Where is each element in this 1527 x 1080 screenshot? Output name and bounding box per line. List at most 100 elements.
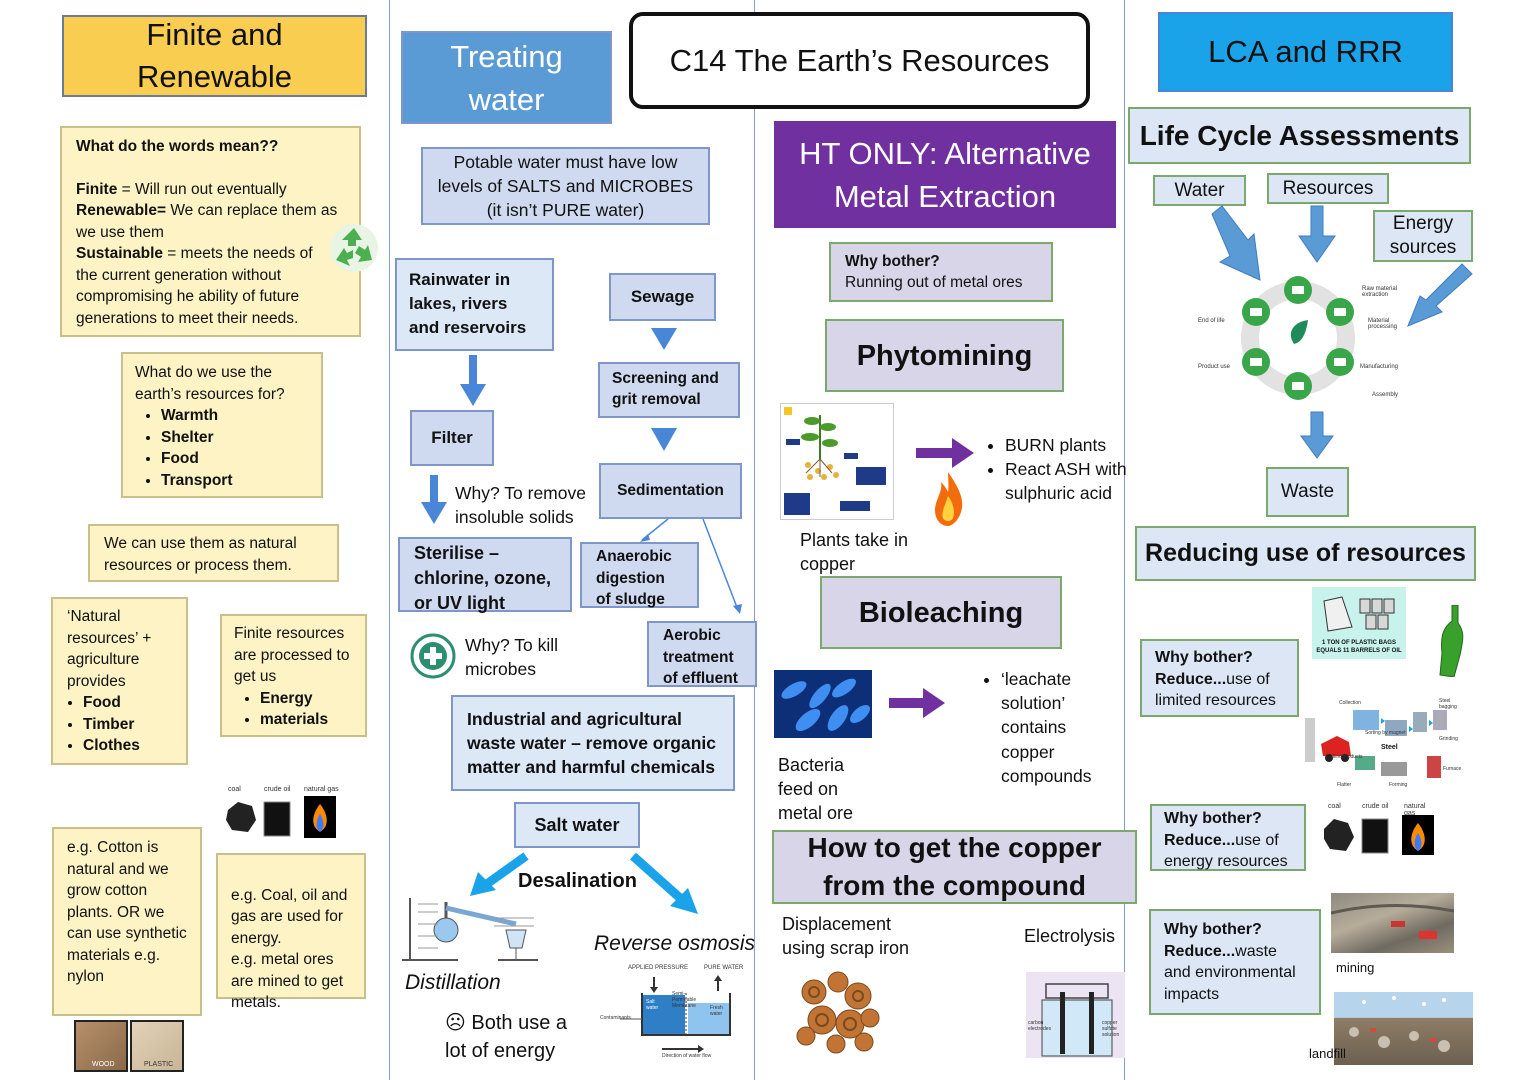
- lca-energy-box: Energy sources: [1373, 210, 1473, 262]
- mining-caption: mining: [1336, 960, 1375, 975]
- meanings-heading: What do the words mean??: [76, 138, 279, 155]
- landfill-caption: landfill: [1309, 1046, 1346, 1061]
- bioleaching-arrow: [889, 688, 945, 718]
- wood-plastic-images: WOOD PLASTIC: [74, 1020, 184, 1072]
- reduce-waste-box: Why bother? Reduce...waste and environme…: [1149, 909, 1321, 1015]
- ro-label: PURE WATER: [704, 965, 744, 971]
- recycling-diagram: Collection Sorting by magnet Steel End p…: [1303, 696, 1463, 788]
- why-filter-text: Why? To remove insoluble solids: [455, 483, 586, 527]
- natural-item: Timber: [83, 714, 172, 736]
- page-title: C14 The Earth’s Resources: [629, 12, 1090, 109]
- reduce-label: Reduce...: [1164, 942, 1236, 960]
- phytomining-plant-diagram: [780, 403, 894, 520]
- bag-barrels-icon: [1323, 596, 1395, 632]
- cycle-label: End of life: [1198, 318, 1225, 324]
- ro-label: Fresh water: [710, 1005, 723, 1017]
- phyto-step: React ASH with sulphuric acid: [1005, 457, 1128, 505]
- displacement-text: Displacement using scrap iron: [782, 914, 910, 958]
- reduce-text: use of limited resources: [1155, 670, 1276, 710]
- microbe-kill-icon: [410, 633, 456, 679]
- electrode-label: carbon electrodes: [1028, 1020, 1052, 1032]
- cycle-label: Product use: [1198, 364, 1231, 370]
- reduce-text: use of energy resources: [1164, 831, 1288, 871]
- ht-only-title: HT ONLY: Alternative Metal Extraction: [774, 121, 1116, 228]
- natural-gas-label: natural gas: [1404, 803, 1426, 817]
- finite-item: Energy: [260, 688, 353, 710]
- lca-resources-box: Resources: [1267, 173, 1389, 204]
- ro-label: Semi-Permeable Membrane: [672, 991, 697, 1009]
- lca-cycle-ring: [1241, 276, 1355, 400]
- use-item: Warmth: [161, 405, 309, 427]
- filter-box: Filter: [410, 410, 494, 466]
- fuel-images: coal crude oil natural gas: [224, 786, 339, 838]
- fuel-icons: [1324, 815, 1434, 855]
- word-meanings-box: What do the words mean?? Finite = Will r…: [60, 126, 361, 337]
- recycle-label: Steel: [1381, 744, 1398, 751]
- recycle-label: Steel bagging: [1439, 698, 1457, 710]
- why-bother-heading: Why bother?: [1155, 649, 1253, 666]
- renewable-definition: We can replace them as we use them: [76, 202, 338, 241]
- cycle-label: Manufacturing: [1360, 364, 1399, 370]
- section-title-finite-renewable: Finite and Renewable: [62, 15, 367, 97]
- lca-waste-box: Waste: [1266, 467, 1349, 517]
- plastic-bags-image: 1 TON OF PLASTIC BAGS EQUALS 11 BARRELS …: [1312, 587, 1406, 659]
- bioleaching-heading: Bioleaching: [820, 576, 1062, 649]
- coal-label: coal: [228, 786, 241, 793]
- sustainable-term: Sustainable: [76, 245, 163, 262]
- plastic-image: PLASTIC: [130, 1020, 184, 1072]
- phyto-step: BURN plants: [1005, 433, 1128, 457]
- why-bother-heading: Why bother?: [1164, 810, 1262, 827]
- bacteria-text: Bacteria feed on metal ore: [778, 755, 854, 823]
- recycle-label: Forming: [1389, 782, 1408, 788]
- metal-why-bother-box: Why bother? Running out of metal ores: [829, 242, 1053, 302]
- cycle-label: Assembly: [1372, 392, 1399, 398]
- coal-label: coal: [1328, 803, 1341, 810]
- reducing-heading: Reducing use of resources: [1135, 526, 1476, 581]
- lca-arrows: [1211, 205, 1473, 459]
- recycle-label: Sorting by magnet: [1365, 730, 1406, 736]
- recycle-label: Collection: [1339, 700, 1361, 706]
- reverse-osmosis-label: Reverse osmosis: [594, 932, 756, 955]
- natural-resources-box: ‘Natural resources’ + agriculture provid…: [51, 597, 188, 765]
- section-title-lca-rrr: LCA and RRR: [1158, 12, 1453, 92]
- electrolysis-cell: [1041, 983, 1113, 1057]
- use-item: Shelter: [161, 427, 309, 449]
- leachate-item: ‘leachate solution’ contains copper comp…: [1001, 667, 1112, 788]
- reduce-energy-box: Why bother? Reduce...use of energy resou…: [1150, 804, 1306, 871]
- reduce-label: Reduce...: [1164, 831, 1236, 849]
- cycle-label: Raw material extraction: [1362, 286, 1398, 298]
- sustainable-definition: = meets the needs of the current generat…: [76, 245, 313, 327]
- industrial-box: Industrial and agricultural waste water …: [451, 695, 735, 791]
- mining-image: [1331, 893, 1454, 953]
- ro-label: Direction of water flow: [662, 1053, 712, 1059]
- landfill-debris: [1349, 996, 1450, 1052]
- finite-term: Finite: [76, 180, 118, 198]
- ro-label: APPLIED PRESSURE: [628, 965, 689, 971]
- how-copper-heading: How to get the copper from the compound: [772, 830, 1137, 904]
- natural-resources-text: ‘Natural resources’ + agriculture provid…: [67, 608, 152, 690]
- uses-box: What do we use the earth’s resources for…: [121, 352, 323, 498]
- finite-definition: = Will run out eventually: [117, 180, 287, 198]
- recycle-icon: [330, 224, 378, 272]
- reduce-label: Reduce...: [1155, 670, 1227, 688]
- rainwater-box: Rainwater in lakes, rivers and reservoir…: [395, 258, 554, 351]
- desalination-label: Desalination: [518, 870, 637, 892]
- scrap-iron-image: [796, 971, 880, 1054]
- column-divider: [754, 0, 755, 1080]
- salt-water-box: Salt water: [514, 802, 640, 848]
- natural-use-box: We can use them as natural resources or …: [88, 524, 339, 582]
- solution-label: copper sulfate solution: [1102, 1020, 1120, 1038]
- reverse-osmosis-diagram: APPLIED PRESSURE PURE WATER Salt water S…: [600, 963, 748, 1061]
- fuel-icons: [226, 796, 336, 838]
- crude-oil-label: crude oil: [264, 786, 291, 793]
- section-title-treating-water: Treating water: [401, 31, 612, 124]
- cycle-label: Material processing: [1368, 318, 1398, 330]
- distillation-diagram: [402, 898, 538, 961]
- natural-item: Clothes: [83, 735, 172, 757]
- recycle-label: Furnace: [1443, 766, 1462, 772]
- col2-arrows: [421, 328, 742, 914]
- lca-water-box: Water: [1153, 175, 1246, 206]
- column-divider: [1124, 0, 1125, 1080]
- energy-note: ☹ Both use a lot of energy: [445, 1012, 568, 1062]
- phytomining-heading: Phytomining: [825, 319, 1064, 392]
